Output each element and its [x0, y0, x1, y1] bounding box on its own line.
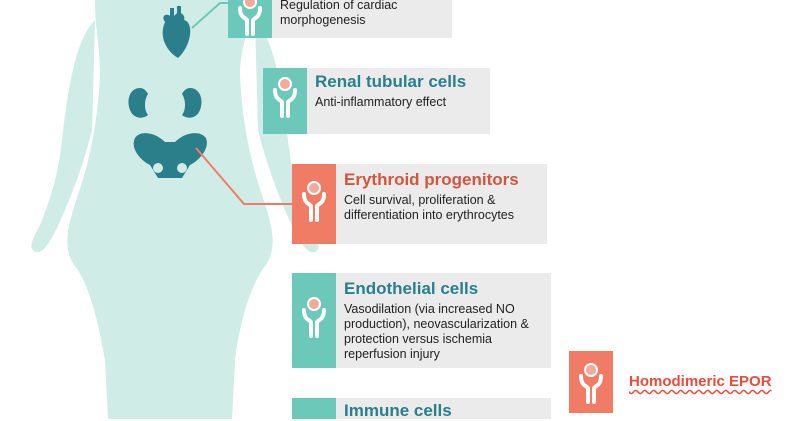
card-body-bg	[336, 398, 551, 419]
card-immune: Immune cells	[344, 401, 544, 421]
connector-pelvis	[195, 147, 292, 205]
pelvis-icon	[133, 133, 207, 178]
legend-icon-box	[569, 351, 613, 413]
card-body-bg	[336, 273, 551, 368]
card-icon-box	[292, 398, 336, 419]
receptor-icon	[302, 181, 326, 222]
card-body-bg	[307, 68, 490, 134]
body-silhouette	[31, 0, 319, 419]
receptor-icon	[302, 297, 326, 338]
card-renal-desc: Anti-inflammatory effect	[315, 95, 447, 109]
card-icon-box	[292, 273, 336, 368]
card-erythroid: Erythroid progenitors Cell survival, pro…	[344, 170, 542, 223]
card-body-bg	[272, 0, 452, 38]
card-icon-box	[292, 164, 336, 244]
card-immune-title: Immune cells	[344, 401, 452, 420]
card-renal: Renal tubular cells Anti-inflammatory ef…	[315, 72, 487, 110]
card-erythroid-title: Erythroid progenitors	[344, 170, 519, 189]
receptor-icon	[273, 77, 297, 118]
heart-icon	[162, 6, 191, 58]
card-endothelial-title: Endothelial cells	[344, 279, 479, 298]
card-erythroid-desc: Cell survival, proliferation & different…	[344, 193, 515, 222]
receptor-icon	[579, 363, 603, 404]
card-renal-title: Renal tubular cells	[315, 72, 467, 91]
card-body-bg	[336, 164, 547, 244]
card-cardiac: Regulation of cardiac morphogenesis	[280, 0, 450, 28]
receptor-icon	[238, 0, 262, 36]
legend-label: Homodimeric EPOR	[629, 373, 772, 390]
card-endothelial: Endothelial cells Vasodilation (via incr…	[344, 279, 544, 362]
card-endothelial-desc: Vasodilation (via increased NO productio…	[344, 302, 529, 361]
card-cardiac-desc: Regulation of cardiac morphogenesis	[280, 0, 398, 27]
kidney-icon	[128, 88, 202, 118]
connector-heart	[191, 1, 228, 29]
